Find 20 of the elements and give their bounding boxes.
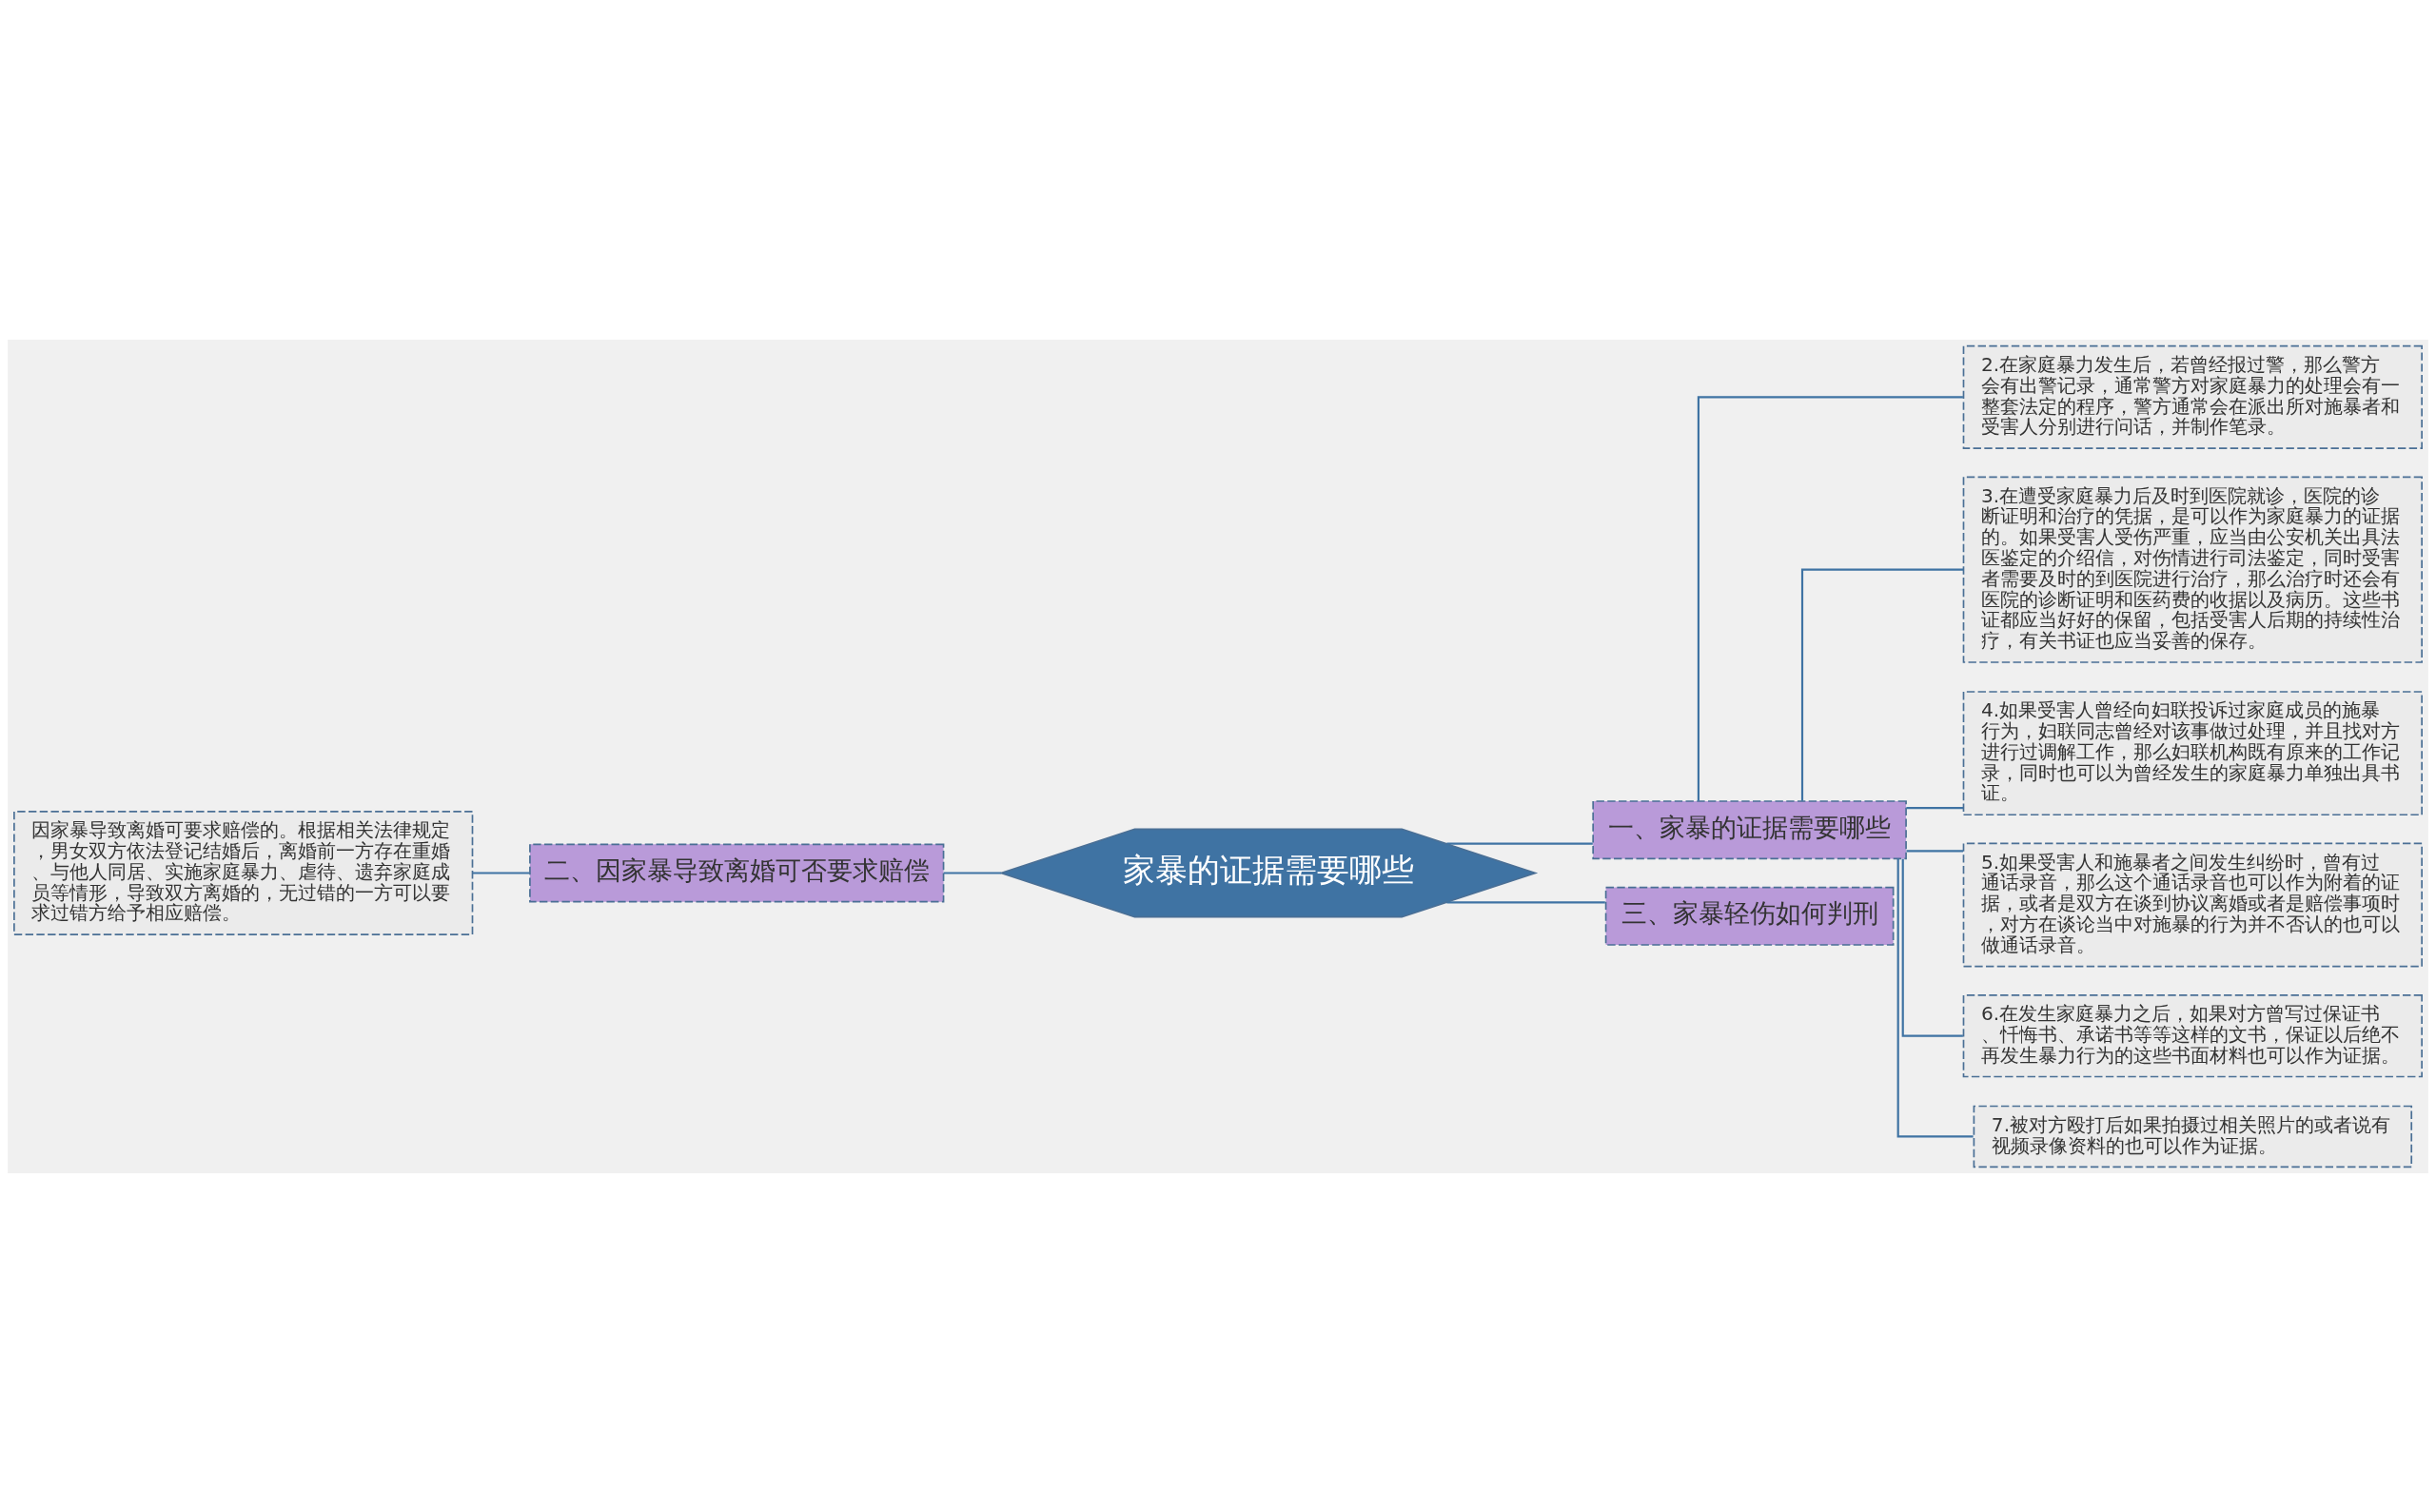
connector xyxy=(1906,849,1963,852)
connector xyxy=(1697,395,1963,801)
connector xyxy=(1446,900,1605,903)
node-box: 4.如果受害人曾经向妇联投诉过家庭成员的施暴行为，妇联同志曾经对该事做过处理，并且找对方进行过调解工作，那么妇联机构既有原来的工作记录，同时也可以为曾经发生的家庭暴力单独出具书证。 xyxy=(1962,690,2423,815)
node-box: 7.被对方殴打后如果拍摄过相关照片的或者说有视频录像资料的也可以作为证据。 xyxy=(1973,1105,2413,1168)
node-box: 6.在发生家庭暴力之后，如果对方曾写过保证书、忏悔书、承诺书等等这样的文书，保证以后绝不再发生暴力行为的这些书面材料也可以作为证据。 xyxy=(1962,993,2423,1077)
connector xyxy=(1446,842,1593,845)
node-box: 2.在家庭暴力发生后，若曾经报过警，那么警方会有出警记录，通常警方对家庭暴力的处理会有一整套法定的程序，警方通常会在派出所对施暴者和受害人分别进行问话，并制作笔录。 xyxy=(1962,344,2423,449)
node-box: 5.如果受害人和施暴者之间发生纠纷时，曾有过通话录音，那么这个通话录音也可以作为附着的证据，或者是双方在谈到协议离婚或者是赔偿事项时，对方在谈论当中对施暴的行为并不否认的也可以做通话录音。 xyxy=(1962,842,2423,967)
node-box: 一、家暴的证据需要哪些 xyxy=(1592,799,1907,859)
node-box: 三、家暴轻伤如何判刑 xyxy=(1604,886,1895,946)
node-box: 因家暴导致离婚可要求赔偿的。根据相关法律规定，男女双方依法登记结婚后，离婚前一方存在重婚、与他人同居、实施家庭暴力、虐待、遗弃家庭成员等情形，导致双方离婚的，无过错的一方可以要求过错方给予相应赔偿。 xyxy=(13,810,474,935)
connector xyxy=(1896,858,1974,1137)
connector xyxy=(943,871,1001,874)
connector xyxy=(472,871,530,874)
connector xyxy=(1800,568,1964,801)
connector xyxy=(1901,858,1963,1037)
node-box: 3.在遭受家庭暴力后及时到医院就诊，医院的诊断证明和治疗的凭据，是可以作为家庭暴力的证据的。如果受害人受伤严重，应当由公安机关出具法医鉴定的介绍信，对伤情进行司法鉴定，同时受害者需要及时的到医院进行治疗，那么治疗时还会有医院的诊断证明和医药费的收据以及病历。这些书证都应当好好的保留，包括受害人后期的持续性治疗，有关书证也应当妥善的保存。 xyxy=(1962,476,2423,663)
node-box: 二、因家暴导致离婚可否要求赔偿 xyxy=(529,842,945,903)
connector xyxy=(1906,806,1963,809)
